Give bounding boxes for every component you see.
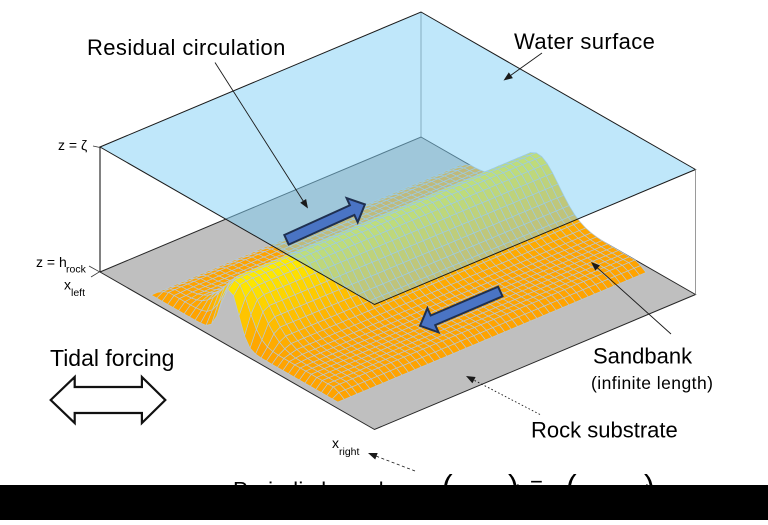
svg-text:Rock substrate: Rock substrate — [531, 418, 678, 443]
svg-text:z = ζ: z = ζ — [58, 137, 87, 153]
svg-text:x: x — [332, 435, 339, 451]
svg-text:rock: rock — [66, 264, 87, 276]
svg-text:Residual circulation: Residual circulation — [87, 35, 286, 60]
svg-text:(infinite length): (infinite length) — [591, 373, 713, 393]
svg-text:right: right — [339, 446, 360, 458]
svg-text:x: x — [64, 277, 71, 293]
svg-text:Tidal forcing: Tidal forcing — [50, 345, 174, 371]
svg-text:Sandbank: Sandbank — [593, 344, 693, 369]
svg-text:Water surface: Water surface — [514, 29, 655, 54]
svg-text:left: left — [71, 287, 85, 299]
svg-text:z = h: z = h — [36, 254, 67, 270]
